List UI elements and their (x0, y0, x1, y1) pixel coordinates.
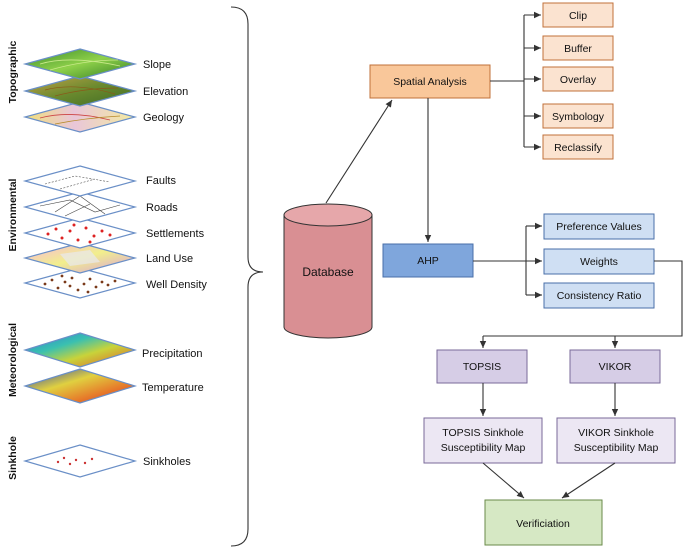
tool-clip-label: Clip (569, 10, 587, 22)
tool-clip-box (542, 2, 614, 28)
verification-label: Verificiation (516, 518, 570, 530)
layer-label-geology: Geology (143, 112, 184, 124)
database-cylinder (283, 203, 373, 339)
layer-label-temperature: Temperature (142, 382, 204, 394)
tool-overlay-label: Overlay (560, 74, 597, 86)
layer-precipitation-map (22, 332, 138, 368)
topsis-map-label-line1: TOPSIS Sinkhole (442, 427, 524, 439)
category-topographic: Topographic (7, 40, 19, 103)
vikor-label: VIKOR (599, 361, 632, 373)
layer-label-slope: Slope (143, 59, 171, 71)
preference-values-box (543, 213, 655, 240)
layer-settlements-map (22, 217, 138, 249)
layer-label-settlements: Settlements (146, 228, 205, 240)
category-sinkhole: Sinkhole (7, 436, 19, 480)
spatial-analysis-box (369, 64, 491, 99)
layer-label-elevation: Elevation (143, 86, 188, 98)
layer-temperature-map (22, 368, 138, 404)
topsis-label: TOPSIS (463, 361, 501, 373)
weights-label: Weights (580, 256, 618, 268)
category-meteorological: Meteorological (7, 323, 19, 397)
layer-label-land-use: Land Use (146, 253, 193, 265)
layer-land-use-map (22, 242, 138, 274)
layer-slope-map (22, 48, 138, 80)
tool-reclassify-label: Reclassify (554, 142, 603, 154)
layer-geology-map (22, 101, 138, 133)
layer-label-faults: Faults (146, 175, 176, 187)
tool-overlay-box (542, 66, 614, 92)
layer-elevation-map (22, 75, 138, 107)
topsis-map-label-line2: Susceptibility Map (441, 442, 526, 454)
category-environmental: Environmental (7, 178, 19, 251)
consistency-ratio-label: Consistency Ratio (557, 290, 642, 302)
ahp-label: AHP (417, 255, 439, 267)
layer-label-roads: Roads (146, 202, 178, 214)
consistency-ratio-box (543, 282, 655, 309)
layer-roads-map (22, 191, 138, 223)
vikor-map-label-line1: VIKOR Sinkhole (578, 427, 654, 439)
spatial-analysis-label: Spatial Analysis (393, 76, 467, 88)
connectors (325, 11, 683, 499)
layer-well-density-map (22, 267, 138, 299)
layer-label-sinkholes: Sinkholes (143, 456, 191, 468)
preference-values-label: Preference Values (556, 221, 642, 233)
layer-sinkholes-map (22, 444, 138, 478)
ahp-box (382, 243, 474, 278)
topsis-box (436, 349, 528, 384)
tool-buffer-box (542, 35, 614, 61)
topsis-map-box (423, 417, 543, 464)
vikor-map-box (556, 417, 676, 464)
tool-buffer-label: Buffer (564, 43, 592, 55)
weights-box (543, 248, 655, 275)
grouping-brace (230, 6, 264, 547)
layer-label-precipitation: Precipitation (142, 348, 203, 360)
tool-reclassify-box (542, 134, 614, 160)
database-label: Database (302, 265, 354, 279)
tool-symbology-label: Symbology (552, 111, 605, 123)
vikor-map-label-line2: Susceptibility Map (574, 442, 659, 454)
layer-faults-map (22, 165, 138, 197)
verification-box (484, 499, 603, 546)
tool-symbology-box (542, 103, 614, 129)
layer-label-well-density: Well Density (146, 279, 207, 291)
